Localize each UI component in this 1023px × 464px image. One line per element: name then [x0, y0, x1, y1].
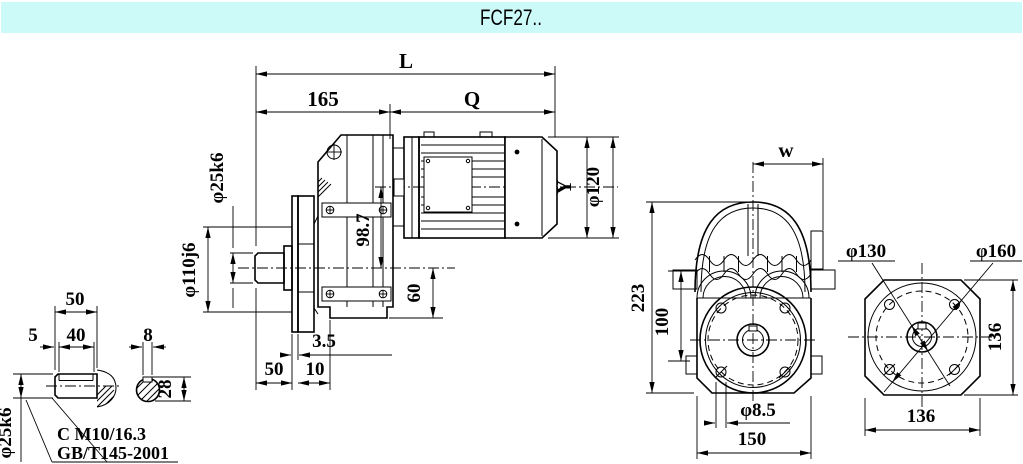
flange-view: φ130 φ160 136 136 [838, 241, 1022, 436]
dim-motor-height-label: Y [552, 179, 576, 194]
output-shaft [254, 252, 285, 284]
title-bar: FCF27.. [1, 2, 1022, 33]
flange-octagon [864, 279, 981, 396]
flange-bolt-circle [875, 290, 969, 384]
motor-dia-dimensions: Y φ120 [548, 136, 619, 239]
front-output-bore [736, 323, 770, 357]
output-flange-and-shaft [254, 195, 319, 333]
dim-bolt-circle-dia-label: φ130 [846, 241, 886, 262]
dim-key-width-label: 8 [143, 325, 153, 346]
dim-center-height-label: 98.7 [353, 213, 374, 247]
dim-key-length-label: 40 [67, 325, 86, 346]
dim-base-height-label: 60 [404, 284, 425, 303]
dim-overall-length-label: L [399, 49, 413, 73]
dim-key-start-label: 5 [28, 325, 38, 346]
dim-lug-spacing-label: 100 [652, 308, 673, 337]
dim-shaft-length-label: 50 [66, 289, 85, 310]
dim-motor-dia-label: φ120 [583, 167, 604, 207]
front-bolt-circle [707, 294, 799, 386]
fan-guard-dome [694, 201, 812, 293]
keyway-notch [142, 376, 153, 383]
front-view-dimensions: w 223 100 φ8.5 150 [628, 138, 824, 459]
dim-flange-lip-label: 3.5 [312, 331, 336, 352]
dim-bolt-hole-dia-label: φ8.5 [740, 400, 776, 421]
dim-shaft-dia-label: φ25k6 [207, 153, 228, 204]
dim-motor-length-label: Q [464, 87, 480, 111]
side-view: L 165 Q φ25k6 φ110j6 98.7 60 [179, 49, 619, 390]
dim-width-to-center-label: w [778, 138, 794, 162]
dim-overall-height-label: 223 [628, 284, 649, 313]
dim-flange-width-label: 150 [738, 429, 767, 450]
center-hole-note: C M10/16.3 [57, 424, 146, 444]
dim-height-over-key-label: 28 [155, 380, 176, 399]
dim-flange-width-bottom-label: 136 [907, 406, 936, 427]
fan-cowl [504, 136, 558, 239]
drawing-title: FCF27.. [480, 6, 542, 31]
flange-bore [906, 321, 938, 353]
dim-outer-circle-dia-label: φ160 [976, 241, 1016, 262]
shaft-detail-dimensions: 50 5 40 8 28 φ25k6 [0, 289, 191, 463]
terminal-box [810, 230, 824, 270]
side-view-dimensions: L 165 Q φ25k6 φ110j6 98.7 60 [179, 49, 556, 390]
shaft-end-section [96, 369, 117, 408]
motor [392, 131, 558, 239]
dim-pilot-dia-label: φ110j6 [179, 242, 200, 297]
dim-shaft-len-label: 50 [265, 359, 284, 380]
standard-note: GB/T145-2001 [57, 443, 169, 463]
front-view: w 223 100 φ8.5 150 [628, 138, 836, 459]
dim-flange-offset-label: 10 [306, 359, 325, 380]
shaft-detail: 50 5 40 8 28 φ25k6 [0, 289, 191, 463]
motor-nameplate [423, 156, 473, 213]
dim-flange-height-label: 136 [985, 323, 1006, 352]
flange-outer-circle [867, 282, 977, 392]
shaft-side-view [54, 373, 98, 399]
dim-gear-unit-length-label: 165 [307, 87, 339, 111]
dim-shaft-dia-detail-label: φ25k6 [0, 408, 16, 459]
title-bar-bg [1, 2, 1022, 33]
flange-leader-dimensions: φ130 φ160 136 136 [838, 241, 1022, 436]
